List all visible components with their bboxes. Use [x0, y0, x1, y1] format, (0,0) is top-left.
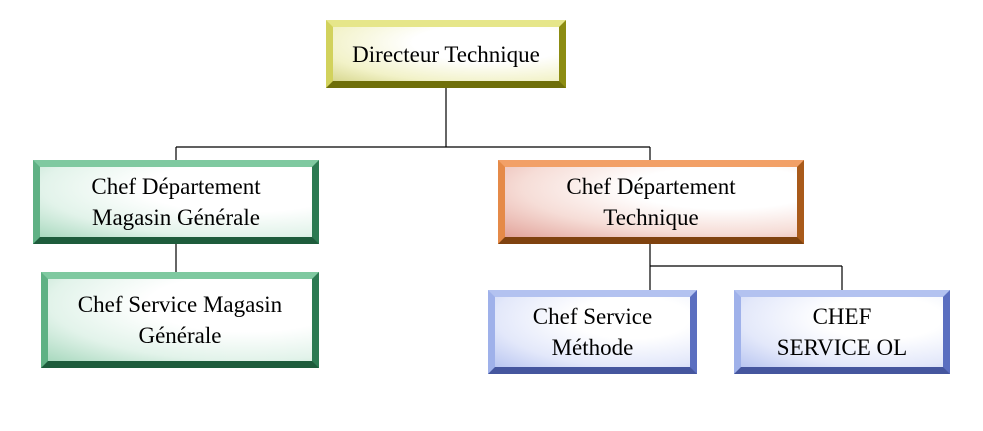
- node-label: Chef Département Magasin Générale: [91, 174, 261, 230]
- node-chef-departement-technique: Chef Département Technique: [498, 160, 804, 244]
- node-chef-service-magasin-generale: Chef Service Magasin Générale: [41, 272, 319, 368]
- node-directeur-technique: Directeur Technique: [326, 20, 566, 88]
- node-label: Directeur Technique: [352, 41, 540, 67]
- node-chef-service-methode: Chef Service Méthode: [488, 290, 697, 374]
- node-chef-departement-magasin-generale: Chef Département Magasin Générale: [33, 160, 319, 244]
- node-label: Chef Département Technique: [566, 174, 736, 230]
- node-label: Chef Service Magasin Générale: [77, 292, 283, 348]
- node-label: Chef Service Méthode: [532, 304, 653, 360]
- node-chef-service-ol: CHEF SERVICE OL: [734, 290, 950, 374]
- node-label: CHEF SERVICE OL: [776, 304, 908, 360]
